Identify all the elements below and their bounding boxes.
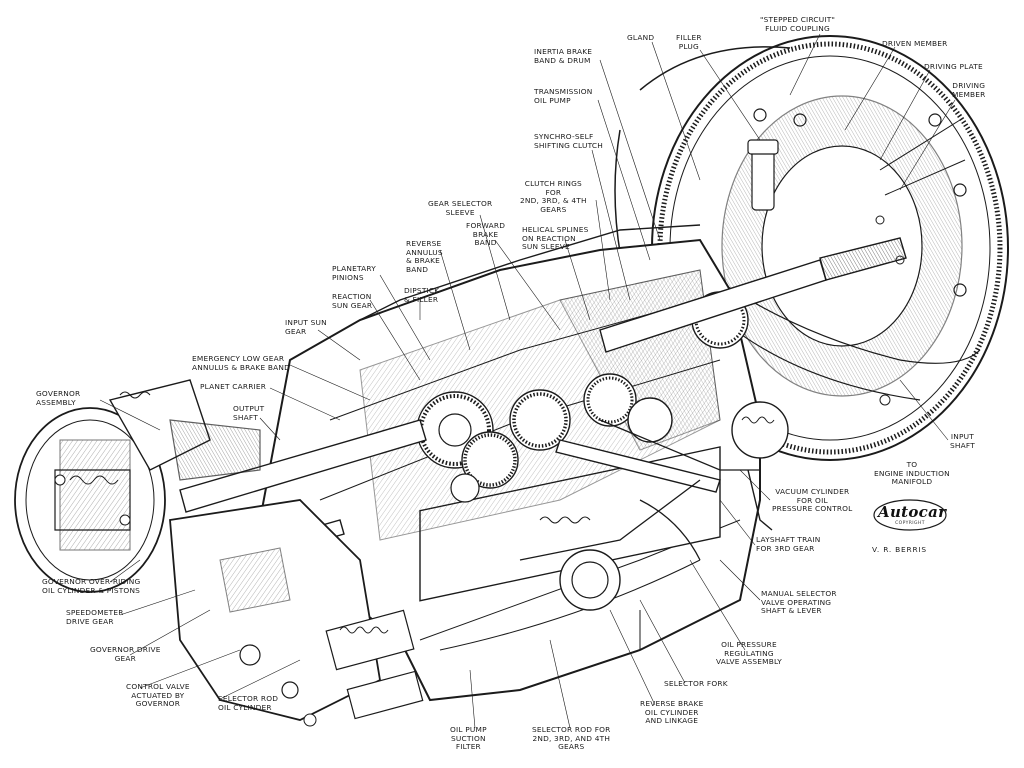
label-clutch-rings: CLUTCH RINGS FOR 2ND, 3RD, & 4TH GEARS bbox=[520, 179, 587, 214]
leader-lines bbox=[99, 33, 956, 729]
control-valve-housing bbox=[169, 499, 424, 727]
label-governor-drive: GOVERNOR DRIVE GEAR bbox=[90, 645, 161, 663]
label-synchro-clutch: SYNCHRO-SELF SHIFTING CLUTCH bbox=[534, 132, 603, 150]
label-stepped-circuit: "STEPPED CIRCUIT" FLUID COUPLING bbox=[760, 15, 836, 33]
label-selector-fork: SELECTOR FORK bbox=[664, 679, 728, 688]
label-oil-pump-filter: OIL PUMP SUCTION FILTER bbox=[450, 725, 487, 752]
autocar-logo: Autocar bbox=[878, 503, 947, 521]
label-speedometer: SPEEDOMETER DRIVE GEAR bbox=[66, 608, 124, 626]
label-manual-selector: MANUAL SELECTOR VALVE OPERATING SHAFT & … bbox=[761, 589, 837, 616]
label-input-sun: INPUT SUN GEAR bbox=[285, 318, 327, 336]
label-governor-assembly: GOVERNOR ASSEMBLY bbox=[36, 389, 81, 407]
label-reverse-annulus: REVERSE ANNULUS & BRAKE BAND bbox=[406, 239, 443, 274]
label-layshaft: LAYSHAFT TRAIN FOR 3RD GEAR bbox=[756, 535, 821, 553]
label-governor-override: GOVERNOR OVER-RIDING OIL CYLINDER & PIST… bbox=[42, 577, 141, 595]
artist-signature: V. R. BERRIS bbox=[872, 545, 927, 554]
label-gland: GLAND bbox=[627, 33, 655, 42]
label-forward-brake: FORWARD BRAKE BAND bbox=[466, 221, 506, 248]
label-output-shaft: OUTPUT SHAFT bbox=[233, 404, 265, 422]
label-driving-member: DRIVING MEMBER bbox=[952, 81, 986, 99]
label-selector-rod-cyl: SELECTOR ROD OIL CYLINDER bbox=[218, 694, 279, 712]
label-transmission-pump: TRANSMISSION OIL PUMP bbox=[534, 87, 593, 105]
label-control-valve: CONTROL VALVE ACTUATED BY GOVERNOR bbox=[126, 682, 190, 709]
label-engine-induction: TO ENGINE INDUCTION MANIFOLD bbox=[874, 460, 950, 487]
label-selector-rod-234: SELECTOR ROD FOR 2ND, 3RD, AND 4TH GEARS bbox=[532, 725, 611, 752]
label-emergency-low: EMERGENCY LOW GEAR ANNULUS & BRAKE BAND bbox=[192, 354, 291, 372]
label-filler-plug: FILLER PLUG bbox=[676, 33, 702, 51]
label-planetary-pinions: PLANETARY PINIONS bbox=[332, 264, 376, 282]
label-oil-pressure-valve: OIL PRESSURE REGULATING VALVE ASSEMBLY bbox=[716, 640, 783, 667]
label-dipstick: DIPSTICK & FILLER bbox=[404, 286, 440, 304]
logo-copyright: COPYRIGHT bbox=[895, 521, 925, 526]
label-driving-plate: DRIVING PLATE bbox=[924, 62, 983, 71]
label-driven-member: DRIVEN MEMBER bbox=[882, 39, 948, 48]
governor-assembly bbox=[14, 379, 261, 593]
label-inertia-brake: INERTIA BRAKE BAND & DRUM bbox=[534, 47, 593, 65]
label-reaction-sun: REACTION SUN GEAR bbox=[332, 292, 373, 310]
label-planet-carrier: PLANET CARRIER bbox=[200, 382, 267, 391]
label-input-shaft: INPUT SHAFT bbox=[950, 432, 975, 450]
label-vacuum-cylinder: VACUUM CYLINDER FOR OIL PRESSURE CONTROL bbox=[772, 487, 853, 514]
logo-oval bbox=[873, 499, 947, 531]
selector-linkage bbox=[519, 401, 789, 561]
label-gear-selector: GEAR SELECTOR SLEEVE bbox=[428, 199, 493, 217]
label-helical-splines: HELICAL SPLINES ON REACTION SUN SLEEVE bbox=[522, 225, 589, 252]
label-reverse-brake-cyl: REVERSE BRAKE OIL CYLINDER AND LINKAGE bbox=[640, 699, 704, 726]
